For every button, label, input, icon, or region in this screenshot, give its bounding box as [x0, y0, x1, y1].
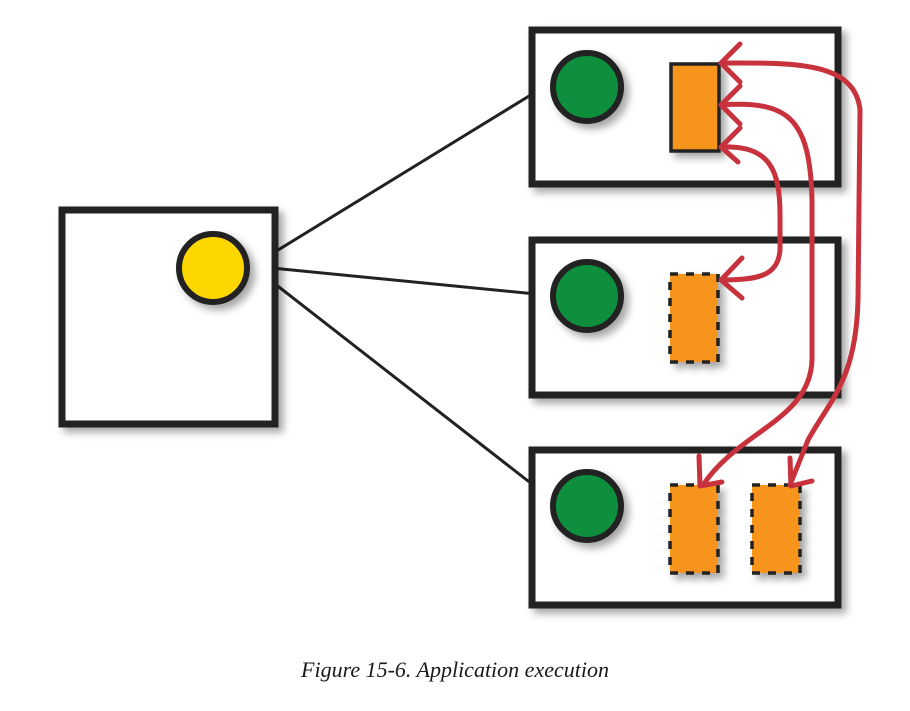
arrow-to-worker-3-task-2	[718, 60, 863, 488]
connector-worker-1	[251, 83, 548, 268]
arrowhead	[696, 453, 725, 489]
connector-worker-2	[251, 264, 547, 297]
executor-node-icon	[550, 469, 624, 543]
arrowhead	[718, 41, 743, 85]
arrow-to-worker-2-task	[718, 144, 783, 283]
driver-box	[58, 206, 279, 428]
executor-node-icon	[550, 259, 624, 333]
arrowhead	[787, 455, 815, 489]
task-dashed	[668, 272, 720, 364]
arrow-to-worker-3-task-1	[700, 101, 815, 488]
task-dashed	[668, 483, 720, 575]
worker-box-3	[528, 446, 842, 609]
worker-box-2	[528, 236, 842, 399]
task-solid	[669, 62, 721, 153]
arrowhead	[718, 255, 745, 301]
connectors	[251, 83, 548, 497]
arrowhead	[718, 83, 743, 127]
figure-caption: Figure 15-6. Application execution	[301, 657, 609, 682]
arrowhead	[718, 125, 743, 165]
worker-box-1	[528, 26, 842, 188]
arrows	[696, 41, 863, 489]
driver-node-icon	[176, 231, 250, 305]
connector-worker-3	[251, 264, 547, 497]
task-dashed	[750, 483, 802, 575]
executor-node-icon	[550, 50, 624, 124]
